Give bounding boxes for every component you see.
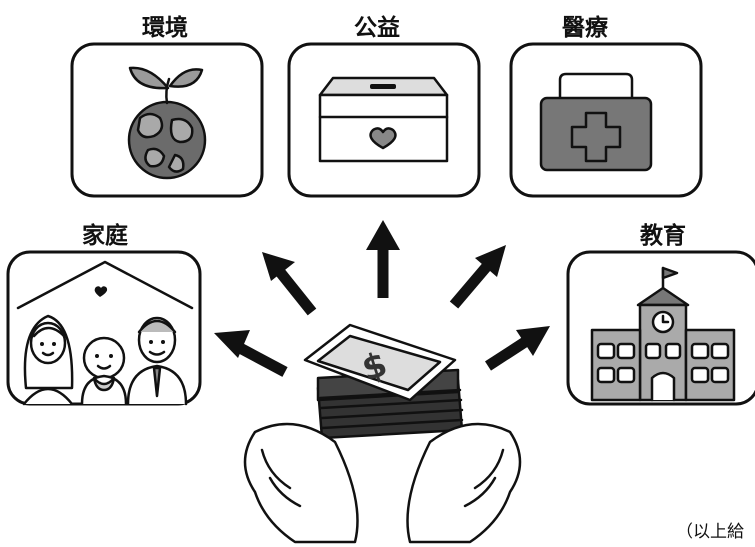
donation-box-icon [318,76,449,163]
arrow-to-family-upper [262,252,317,316]
label-environment: 環境 [142,14,188,41]
caption-text: （以上給 [676,522,744,542]
first-aid-kit-icon [539,72,653,172]
earth-sprout-icon [127,66,207,180]
school-building-icon [590,266,736,402]
panel-environment [70,42,264,198]
panel-family [6,250,202,406]
open-hands-icon [243,422,522,544]
label-medical: 醫療 [562,14,609,41]
money-stack-icon: $ [303,323,464,440]
label-education: 教育 [640,222,686,249]
label-public-welfare: 公益 [354,14,400,41]
panel-education [566,250,755,406]
arrow-to-public-welfare [366,220,400,298]
panel-medical [509,42,703,198]
label-family: 家庭 [82,222,128,249]
arrow-to-family [214,330,288,377]
family-house-icon [16,260,194,406]
panel-public-welfare [287,42,481,198]
arrow-to-medical [449,245,506,309]
arrow-to-education [485,326,550,371]
